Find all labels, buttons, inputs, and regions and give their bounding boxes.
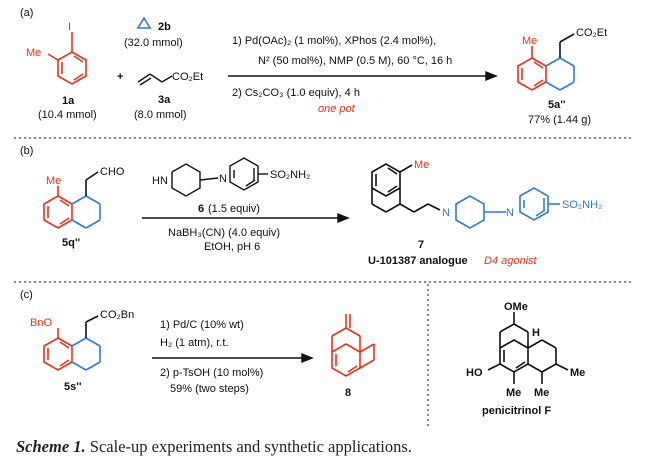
caption-text: Scale-up experiments and synthetic appli… (89, 437, 412, 456)
reaction-arrow-c (152, 352, 314, 364)
compound-5q-label: 5q'' (62, 237, 80, 249)
conditions-b-line2: EtOH, pH 6 (204, 241, 260, 253)
compound-5q-aldehyde: CHO (100, 166, 125, 178)
panel-c: (c) BnO CO₂Bn 5s'' (20, 289, 585, 417)
compound-3a-label: 3a (158, 94, 171, 106)
plus-sign: + (117, 71, 123, 83)
compound-7-structure (371, 163, 560, 229)
panel-a: (a) I Me 1a (10.4 mmol) + 2b (32.0 mmol)… (20, 7, 607, 126)
compound-8-structure (331, 314, 375, 377)
compound-5a-label: 5a'' (548, 99, 566, 111)
conditions-a-line3: 2) Cs₂CO₃ (1.0 equiv), 4 h (232, 87, 360, 99)
compound-6-sulfonamide: SO₂NH₂ (270, 169, 310, 181)
panel-b-label: (b) (20, 145, 33, 157)
conditions-a-line2: N² (50 mol%), NMP (0.5 M), 60 °C, 16 h (258, 55, 452, 67)
penicitrinol-f-me3: Me (570, 367, 585, 379)
penicitrinol-f-name: penicitrinol F (482, 405, 551, 417)
panel-c-label: (c) (20, 289, 33, 301)
compound-5q-methyl: Me (46, 175, 61, 187)
penicitrinol-f-ho: HO (466, 367, 483, 379)
conditions-c-line2: H₂ (1 atm), r.t. (160, 337, 228, 349)
compound-7-n1: N (442, 207, 450, 219)
compound-7-name: U-101387 analogue (368, 255, 468, 267)
compound-3a-amount: (8.0 mmol) (134, 109, 187, 121)
reaction-scheme: (a) I Me 1a (10.4 mmol) + 2b (32.0 mmol)… (14, 7, 632, 426)
compound-6-n: N (219, 173, 227, 185)
compound-7-methyl: Me (414, 159, 429, 171)
compound-5a-methyl: Me (522, 35, 537, 47)
conditions-c-line3: 2) p-TsOH (10 mol%) (160, 367, 263, 379)
compound-5s-ester: CO₂Bn (100, 309, 134, 321)
penicitrinol-f-h: H (532, 327, 540, 339)
reaction-arrow-b (142, 212, 350, 224)
compound-6-amount: (1.5 equiv) (208, 203, 260, 215)
compound-5a-ester: CO₂Et (576, 27, 607, 39)
compound-1a-iodo: I (68, 21, 71, 33)
conditions-b-line1: NaBH₃(CN) (4.0 equiv) (168, 227, 280, 239)
compound-7-n2: N (506, 207, 514, 219)
compound-7-label: 7 (418, 239, 424, 251)
conditions-a-onepot: one pot (318, 103, 356, 115)
compound-5a-structure (517, 33, 575, 91)
conditions-c-line1: 1) Pd/C (10% wt) (160, 319, 244, 331)
compound-1a-label: 1a (62, 95, 75, 107)
compound-5s-structure (43, 315, 101, 371)
compound-6-label: 6 (198, 203, 204, 215)
compound-2b-amount: (32.0 mmol) (124, 37, 183, 49)
panel-a-label: (a) (20, 7, 33, 19)
compound-7-activity: D4 agonist (484, 255, 538, 267)
reaction-arrow-a (228, 70, 498, 82)
compound-1a-structure (47, 32, 87, 85)
compound-2b-label: 2b (158, 21, 171, 33)
compound-5s-bno: BnO (30, 317, 52, 329)
penicitrinol-f-ome: OMe (504, 301, 528, 313)
compound-1a-amount: (10.4 mmol) (38, 109, 97, 121)
penicitrinol-f-me2: Me (534, 387, 549, 399)
compound-8-label: 8 (345, 387, 351, 399)
scheme-caption: Scheme 1. Scale-up experiments and synth… (16, 437, 412, 457)
compound-1a-methyl: Me (26, 47, 41, 59)
compound-6-hn: HN (152, 175, 168, 187)
conditions-c-line4: 59% (two steps) (170, 383, 249, 395)
panel-b: (b) CHO Me 5q'' (20, 145, 602, 267)
conditions-a-line1: 1) Pd(OAc)₂ (1 mol%), XPhos (2.4 mol%), (232, 35, 436, 47)
caption-label: Scheme 1. (16, 437, 86, 456)
compound-5q-structure (43, 171, 101, 229)
penicitrinol-f-me1: Me (506, 387, 521, 399)
compound-6-structure (171, 157, 268, 197)
compound-5a-yield: 77% (1.44 g) (528, 114, 591, 126)
compound-7-sulfonamide: SO₂NH₂ (562, 199, 602, 211)
compound-5s-label: 5s'' (64, 381, 82, 393)
compound-3a-ester: CO₂Et (172, 71, 203, 83)
compound-2b-structure (136, 16, 152, 29)
compound-3a-structure (137, 73, 173, 86)
penicitrinol-f-structure (487, 312, 569, 384)
